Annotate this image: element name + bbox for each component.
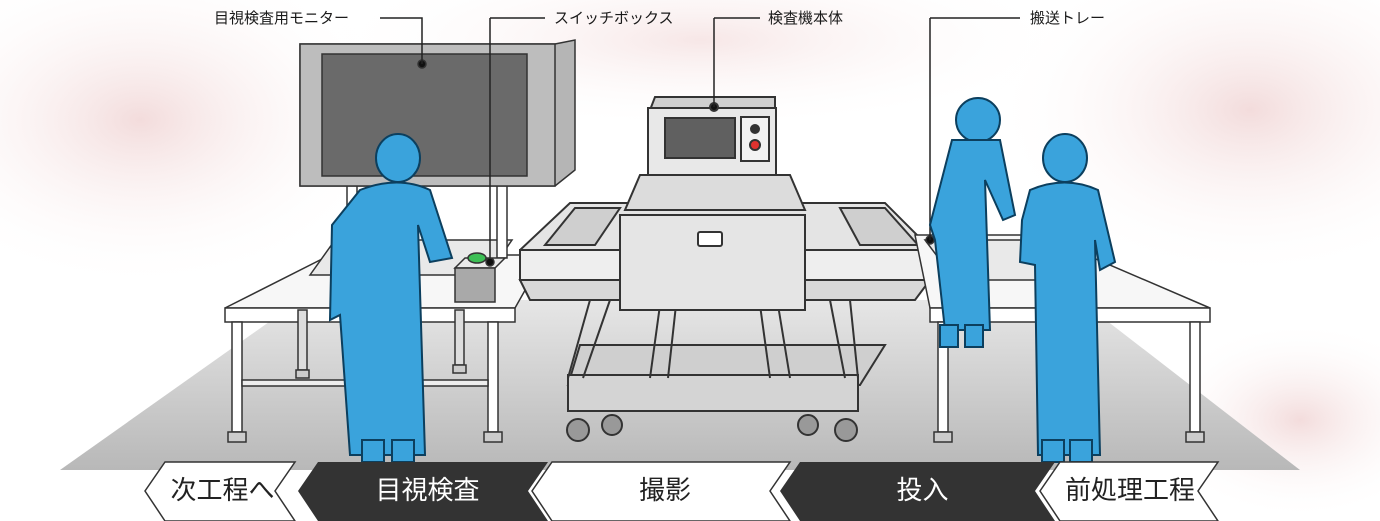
flow-step-pre: 前処理工程 [1064,476,1195,506]
worker-loading-front [1018,133,1117,463]
flow-step-visual: 目視検査 [375,476,480,506]
worker-visual-inspection [328,133,454,463]
label-machine: 検査機本体 [768,9,844,27]
flow-step-load: 投入 [896,476,949,506]
flow-step-next: 次工程へ [170,476,275,506]
switch-box [453,18,507,303]
flow-step-pre-shape [1039,461,1220,521]
label-switch-box: スイッチボックス [554,9,674,27]
inspection-machine-body [619,18,807,311]
flow-step-visual-shape [298,462,548,521]
flow-step-photo-shape [531,461,792,521]
inspection-monitor [299,39,576,259]
worker-loading-back [928,97,1017,348]
label-monitor: 目視検査用モニター [214,9,350,27]
flow-step-load-shape [780,462,1055,521]
callout-lines [380,17,1020,64]
flow-step-next-shape [144,461,297,521]
process-flow-bar [144,461,1220,521]
flow-step-photo: 撮影 [638,476,691,506]
machine-frame [566,299,887,442]
label-tray: 搬送トレー [1030,9,1106,27]
